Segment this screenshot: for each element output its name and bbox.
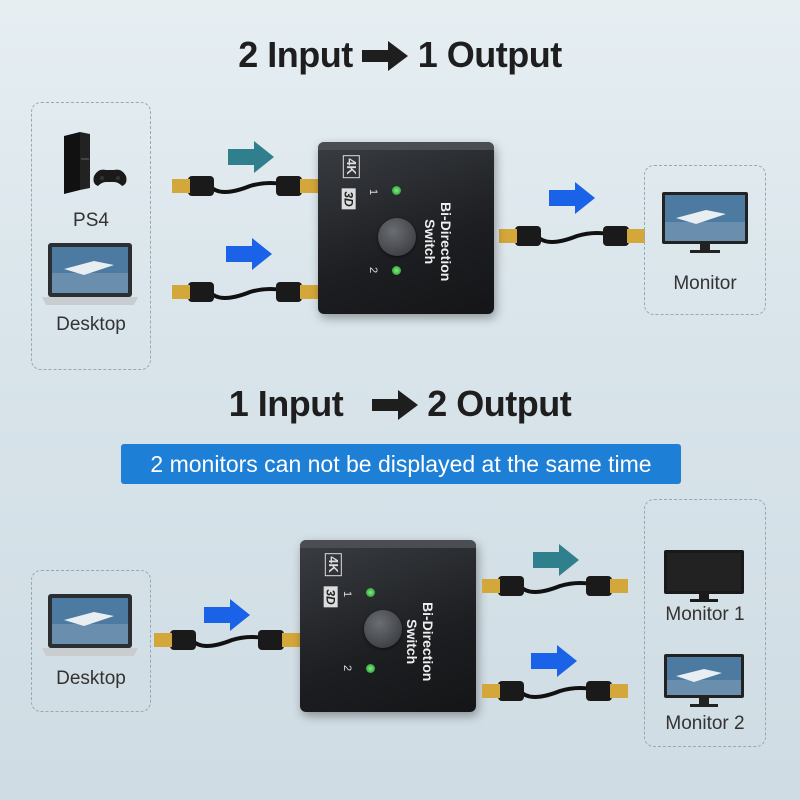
section1-title-right: 1 Output bbox=[417, 34, 562, 75]
title-arrow-icon bbox=[371, 385, 418, 427]
section1-output-box bbox=[644, 165, 766, 315]
hdmi-cable-output-2 bbox=[482, 681, 628, 701]
led-2 bbox=[392, 266, 401, 275]
badge-4k: 4K bbox=[342, 155, 360, 178]
section1-title: 2 Input 1 Output bbox=[0, 34, 800, 78]
output-label-monitor: Monitor bbox=[673, 273, 737, 294]
arrow-teal-icon bbox=[533, 544, 579, 576]
badge-4k: 4K bbox=[324, 553, 342, 576]
laptop-icon bbox=[42, 594, 138, 656]
arrow-blue-icon bbox=[204, 599, 250, 631]
hdmi-cable-input-1 bbox=[172, 176, 318, 196]
monitor-off-icon bbox=[664, 550, 744, 602]
hdmi-cable-output-1 bbox=[482, 576, 628, 596]
port-number-2: 2 bbox=[341, 664, 354, 672]
switch-button[interactable] bbox=[378, 218, 416, 256]
section2-output-box bbox=[644, 499, 766, 747]
arrow-teal-icon bbox=[228, 141, 274, 173]
led-1 bbox=[392, 186, 401, 195]
section1-input-box bbox=[31, 102, 151, 370]
warning-banner: 2 monitors can not be displayed at the s… bbox=[121, 444, 681, 484]
switch-button[interactable] bbox=[364, 610, 402, 648]
switch-label: Bi-Direction Switch bbox=[404, 602, 436, 682]
badge-3d: 3D bbox=[323, 586, 338, 608]
section2-title-left: 1 Input bbox=[228, 383, 344, 424]
hdmi-switch-box-2: 4K 3D 1 2 Bi-Direction Switch bbox=[300, 540, 476, 712]
led-2 bbox=[366, 664, 375, 673]
port-number-2: 2 bbox=[367, 266, 380, 274]
hdmi-cable-input-2 bbox=[172, 282, 318, 302]
output-label-monitor-2: Monitor 2 bbox=[665, 713, 745, 734]
port-number-1: 1 bbox=[341, 590, 354, 598]
input-label-desktop-2: Desktop bbox=[56, 668, 126, 689]
output-label-monitor-1: Monitor 1 bbox=[665, 604, 745, 625]
input-label-ps4: PS4 bbox=[73, 210, 109, 231]
section2-input-box bbox=[31, 570, 151, 712]
ps4-console-icon bbox=[64, 132, 127, 194]
hdmi-cable-input bbox=[154, 630, 300, 650]
laptop-icon bbox=[42, 243, 138, 305]
monitor-icon bbox=[662, 192, 748, 253]
title-arrow-icon bbox=[362, 36, 409, 78]
section2-title: 1 Input 2 Output bbox=[0, 383, 800, 427]
arrow-blue-icon bbox=[549, 182, 595, 214]
hdmi-switch-box: 4K 3D 1 2 Bi-Direction Switch bbox=[318, 142, 494, 314]
port-number-1: 1 bbox=[367, 188, 380, 196]
section1-title-left: 2 Input bbox=[238, 34, 353, 75]
input-label-desktop: Desktop bbox=[56, 314, 126, 335]
badge-3d: 3D bbox=[341, 188, 356, 210]
hdmi-cable-output bbox=[499, 226, 645, 246]
arrow-blue-icon bbox=[531, 645, 577, 677]
led-1 bbox=[366, 588, 375, 597]
switch-label: Bi-Direction Switch bbox=[422, 202, 454, 282]
monitor-icon bbox=[664, 654, 744, 707]
arrow-blue-icon bbox=[226, 238, 272, 270]
section2-title-right: 2 Output bbox=[427, 383, 572, 424]
